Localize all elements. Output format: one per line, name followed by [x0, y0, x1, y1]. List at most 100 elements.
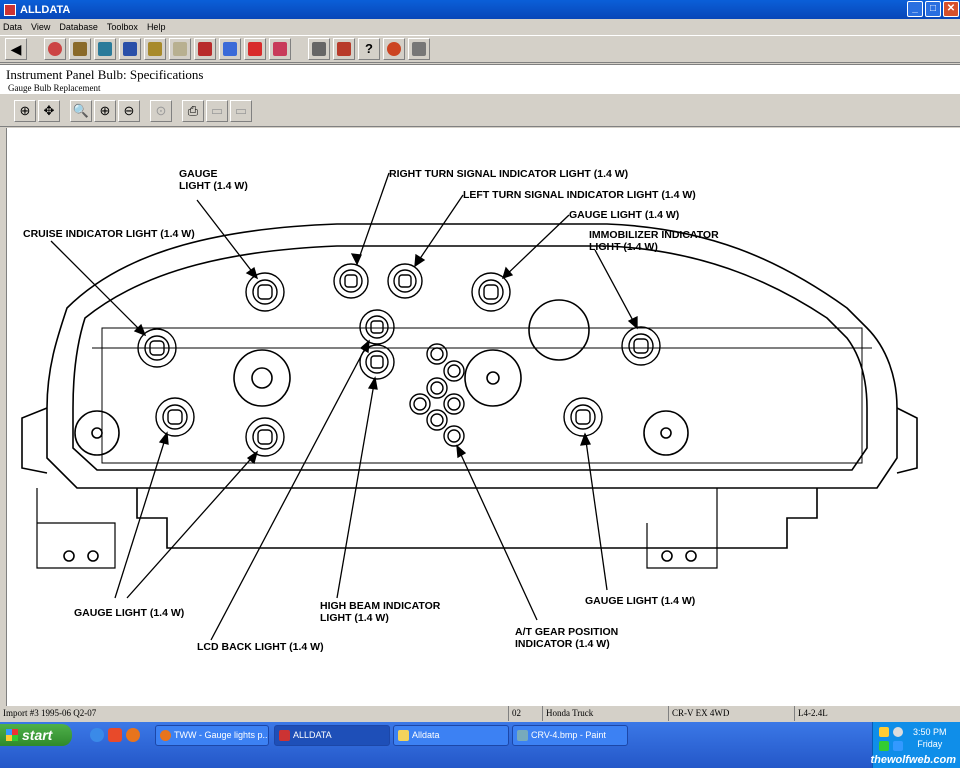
zoom-minus-button[interactable]: ⊖ [118, 99, 140, 122]
menu-database[interactable]: Database [59, 21, 98, 32]
status-bar: Import #3 1995-06 Q2-07 02 Honda Truck C… [0, 706, 960, 721]
high-beam-line2: LIGHT (1.4 W) [320, 612, 389, 624]
page-subtitle: Gauge Bulb Replacement [8, 83, 101, 93]
print-button[interactable] [308, 38, 330, 60]
zoom-reset-icon: ⊙ [155, 102, 167, 118]
tsb-icon [123, 42, 137, 56]
menu-toolbox[interactable]: Toolbox [106, 21, 138, 32]
watermark: thewolfweb.com [870, 754, 956, 766]
gauge-light-top-line1: GAUGE [179, 168, 218, 180]
zoom-minus-icon: ⊖ [123, 102, 135, 118]
task-alldata-folder-label: Alldata [412, 730, 440, 740]
zoom-plus-icon: ⊕ [99, 102, 111, 118]
menu-data[interactable]: Data [3, 21, 23, 32]
task-firefox-label: TWW - Gauge lights p... [174, 730, 269, 740]
tsb-button[interactable] [119, 38, 141, 60]
firefox-icon[interactable] [126, 728, 140, 742]
gauge-light-bottom-right-label: GAUGE LIGHT (1.4 W) [585, 595, 696, 607]
lcd-back-light-label: LCD BACK LIGHT (1.4 W) [197, 641, 324, 653]
title-bar: ALLDATA _ □ ✕ [0, 0, 960, 19]
clock[interactable]: 3:50 PM Friday [913, 726, 947, 750]
cruise-label: CRUISE INDICATOR LIGHT (1.4 W) [23, 228, 195, 240]
menu-help[interactable]: Help [146, 21, 166, 32]
settings-icon [387, 42, 401, 56]
at-gear-line1: A/T GEAR POSITION [515, 626, 619, 638]
next-page-button[interactable]: ▭ [230, 99, 252, 122]
window-title: ALLDATA [20, 3, 71, 16]
zoom-area-button[interactable]: 🔍 [70, 99, 92, 122]
start-label: start [22, 727, 53, 743]
menu-view[interactable]: View [31, 21, 51, 32]
zoom-area-icon: 🔍 [72, 102, 90, 118]
minimize-button[interactable]: _ [907, 1, 923, 17]
new-car-icon [248, 42, 262, 56]
diagram-canvas: GAUGE LIGHT (1.4 W) RIGHT TURN SIGNAL IN… [6, 128, 960, 706]
wiring-button[interactable] [144, 38, 166, 60]
page-title: Instrument Panel Bulb: Specifications [6, 67, 204, 82]
zoom-in-icon: ⊕ [19, 102, 31, 118]
at-gear-label: A/T GEAR POSITION INDICATOR (1.4 W) [515, 626, 618, 650]
ie-icon[interactable] [90, 728, 104, 742]
high-beam-line1: HIGH BEAM INDICATOR [320, 600, 441, 612]
taskbar: start TWW - Gauge lights p... ALLDATA Al… [0, 722, 960, 768]
status-code: 02 [508, 706, 542, 721]
back-arrow-icon: ◀ [10, 41, 22, 57]
diagram-toolbar: ⊕ ✥ 🔍 ⊕ ⊖ ⊙ ⎙ ▭ ▭ [0, 95, 960, 127]
diagram-print-button[interactable]: ⎙ [182, 99, 204, 122]
start-button[interactable]: start [0, 724, 72, 746]
prev-page-button[interactable]: ▭ [206, 99, 228, 122]
car-button[interactable] [269, 38, 291, 60]
zoom-plus-button[interactable]: ⊕ [94, 99, 116, 122]
immobilizer-line1: IMMOBILIZER INDICATOR [589, 229, 719, 241]
close-button[interactable]: ✕ [943, 1, 959, 17]
search-icon [98, 42, 112, 56]
alldata-window: ALLDATA _ □ ✕ Data View Database Toolbox… [0, 0, 960, 722]
vehicle-icon [48, 42, 62, 56]
new-car-button[interactable] [244, 38, 266, 60]
volume-icon[interactable] [893, 741, 903, 751]
content-header: Instrument Panel Bulb: Specifications Ga… [0, 64, 960, 94]
media-icon[interactable] [108, 728, 122, 742]
clock-time: 3:50 PM [913, 727, 947, 737]
gauge-light-right-top-label: GAUGE LIGHT (1.4 W) [569, 209, 680, 221]
maximize-button[interactable]: □ [925, 1, 941, 17]
task-paint[interactable]: CRV-4.bmp - Paint [512, 725, 628, 746]
paint-task-icon [517, 730, 528, 741]
main-toolbar: ◀ ? [0, 35, 960, 63]
task-firefox[interactable]: TWW - Gauge lights p... [155, 725, 269, 746]
toolbox-button[interactable] [333, 38, 355, 60]
notes-button[interactable] [169, 38, 191, 60]
settings-button[interactable] [383, 38, 405, 60]
windows-flag-icon [6, 729, 18, 741]
vehicle-button[interactable] [44, 38, 66, 60]
toolbox-icon [337, 42, 351, 56]
print-icon [312, 42, 326, 56]
zoom-in-button[interactable]: ⊕ [14, 99, 36, 122]
task-paint-label: CRV-4.bmp - Paint [531, 730, 606, 740]
zoom-reset-button[interactable]: ⊙ [150, 99, 172, 122]
book-button[interactable] [194, 38, 216, 60]
search-button[interactable] [94, 38, 116, 60]
status-import: Import #3 1995-06 Q2-07 [3, 708, 97, 718]
notes-icon [173, 42, 187, 56]
folder-button[interactable] [69, 38, 91, 60]
task-alldata[interactable]: ALLDATA [274, 725, 390, 746]
update-icon[interactable] [879, 741, 889, 751]
instrument-cluster-diagram [21, 172, 918, 641]
task-alldata-folder[interactable]: Alldata [393, 725, 509, 746]
immobilizer-line2: LIGHT (1.4 W) [589, 241, 658, 253]
pencil-button[interactable] [219, 38, 241, 60]
car-icon [273, 42, 287, 56]
pencil-icon [223, 42, 237, 56]
database-button[interactable] [408, 38, 430, 60]
gauge-light-bottom-left-label: GAUGE LIGHT (1.4 W) [74, 607, 185, 619]
back-button[interactable]: ◀ [5, 38, 27, 60]
shield-icon[interactable] [879, 727, 889, 737]
status-engine: L4-2.4L [794, 706, 960, 721]
system-tray: 3:50 PM Friday [872, 722, 960, 768]
network-icon[interactable] [893, 727, 903, 737]
help-button[interactable]: ? [358, 38, 380, 60]
right-turn-label: RIGHT TURN SIGNAL INDICATOR LIGHT (1.4 W… [389, 168, 629, 180]
clock-day: Friday [917, 739, 943, 749]
pan-button[interactable]: ✥ [38, 99, 60, 122]
